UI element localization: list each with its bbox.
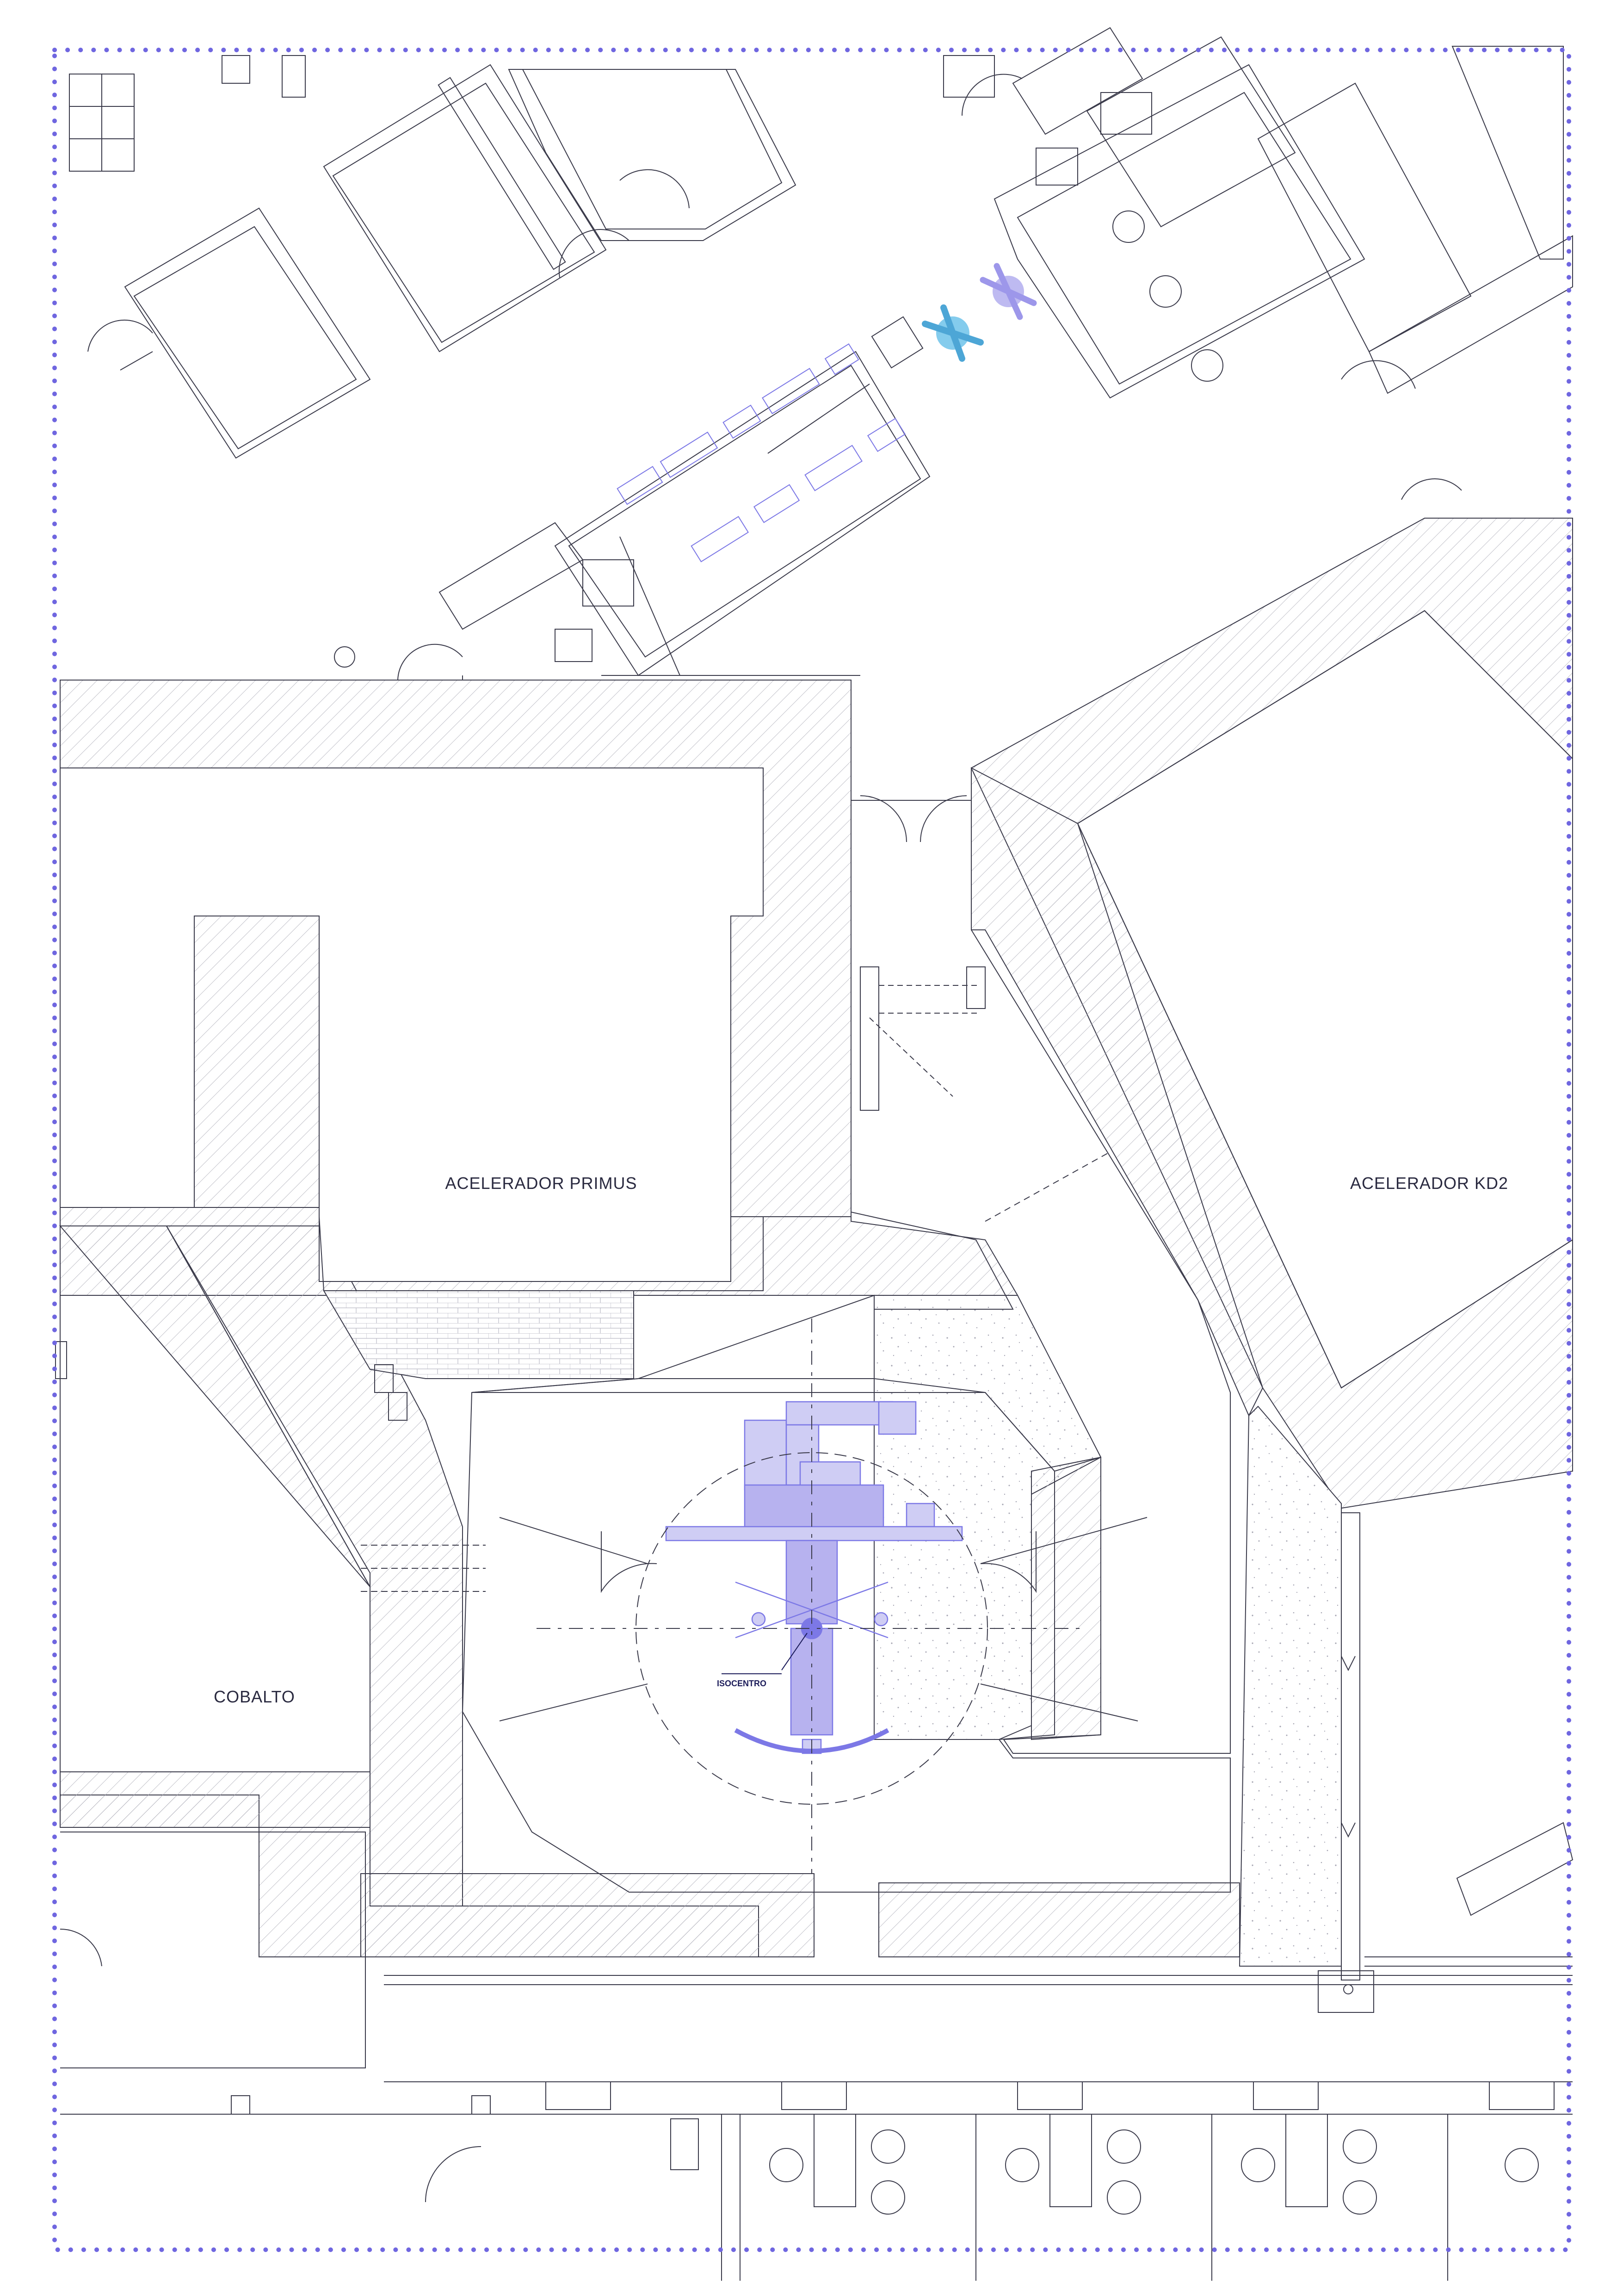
person-icon: [980, 263, 1037, 320]
office-row: [231, 2081, 1555, 2281]
sheet-border: [52, 48, 1571, 2252]
corridor-equipment: [617, 343, 906, 563]
isocenter-axes: [499, 1318, 1148, 1874]
room-label-primus: ACELERADOR PRIMUS: [445, 1174, 637, 1193]
maze-entry: [55, 1341, 486, 1592]
figure-icons: [922, 263, 1037, 362]
room-label-kd2: ACELERADOR KD2: [1350, 1174, 1508, 1193]
room-outlines: [60, 610, 1574, 2281]
isocenter-label: ISOCENTRO: [717, 1679, 766, 1688]
upper-building: [69, 27, 1573, 681]
room-label-cobalto: COBALTO: [214, 1687, 295, 1706]
person-icon: [922, 304, 984, 362]
